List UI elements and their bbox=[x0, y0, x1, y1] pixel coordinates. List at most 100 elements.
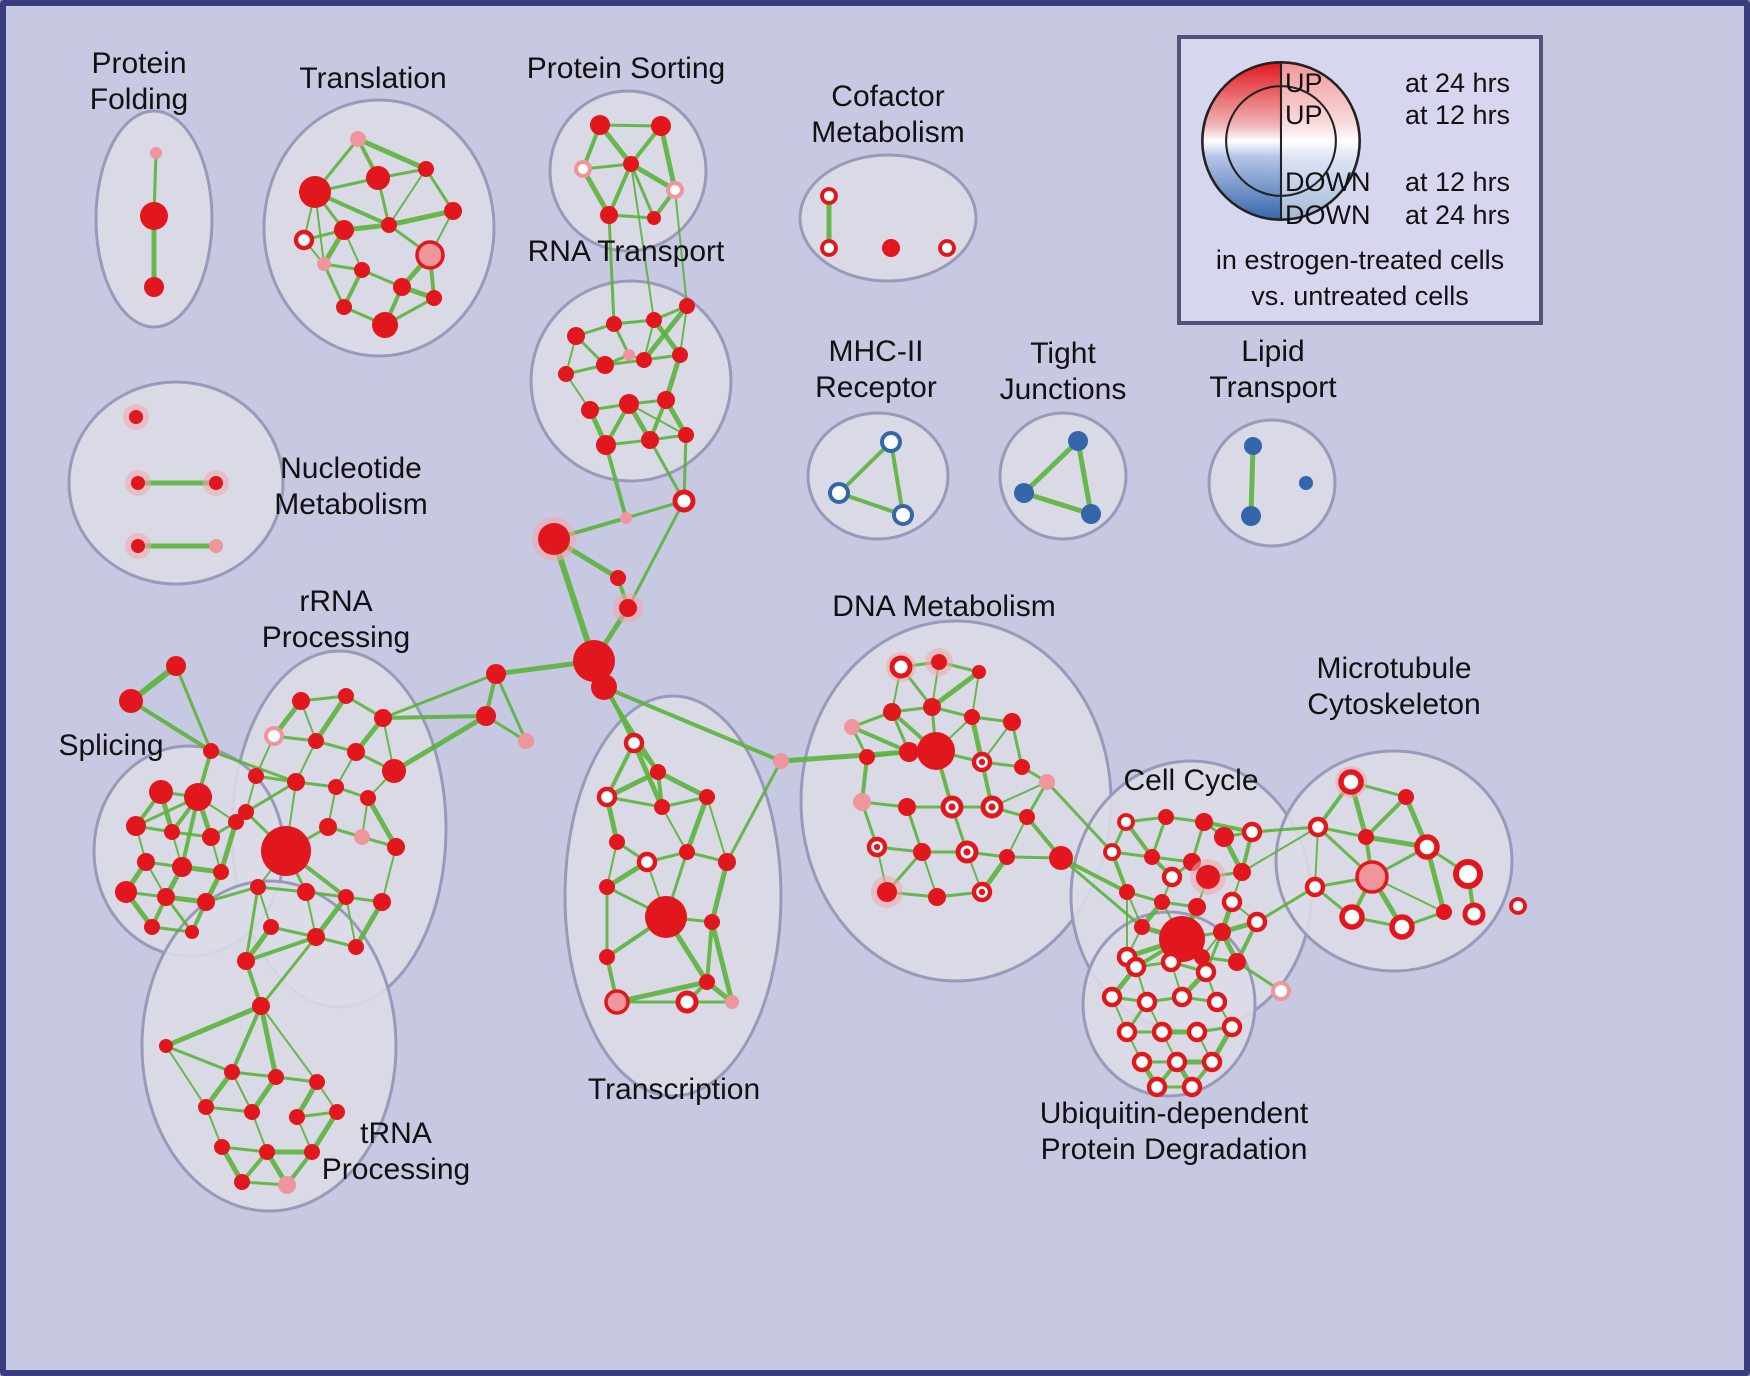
edge bbox=[365, 795, 399, 850]
node bbox=[1136, 991, 1158, 1013]
node bbox=[1389, 914, 1415, 940]
node bbox=[172, 857, 192, 877]
node bbox=[620, 512, 632, 524]
edge bbox=[709, 859, 730, 925]
node bbox=[573, 640, 615, 682]
node bbox=[1214, 827, 1234, 847]
node bbox=[877, 882, 897, 902]
edge bbox=[837, 440, 893, 495]
edge bbox=[381, 846, 397, 903]
node bbox=[263, 919, 279, 935]
node bbox=[636, 352, 652, 368]
node bbox=[1195, 813, 1213, 831]
node bbox=[1246, 911, 1268, 933]
edge bbox=[1248, 443, 1256, 519]
node bbox=[244, 1104, 260, 1120]
node bbox=[610, 570, 626, 586]
edge bbox=[1250, 825, 1320, 834]
edge bbox=[391, 713, 489, 774]
legend-row-up-12: UP at 12 hrs bbox=[1285, 100, 1510, 131]
node bbox=[1358, 829, 1374, 845]
edge bbox=[260, 1005, 318, 1083]
node bbox=[259, 1144, 275, 1160]
node-center-dot bbox=[978, 888, 986, 896]
node bbox=[418, 161, 434, 177]
edge bbox=[381, 672, 498, 720]
node bbox=[426, 290, 442, 306]
node bbox=[393, 278, 411, 296]
node bbox=[1355, 860, 1389, 894]
node bbox=[1160, 951, 1182, 973]
node bbox=[1233, 863, 1251, 881]
network-svg bbox=[67, 89, 1527, 1213]
node bbox=[248, 768, 264, 784]
node bbox=[1003, 713, 1021, 731]
edge bbox=[1045, 780, 1114, 854]
node bbox=[278, 1176, 296, 1194]
node bbox=[623, 732, 645, 754]
node bbox=[373, 893, 391, 911]
edge bbox=[837, 491, 905, 517]
node bbox=[1154, 894, 1170, 910]
node bbox=[931, 654, 947, 670]
node bbox=[1081, 504, 1101, 524]
node bbox=[679, 844, 695, 860]
node bbox=[307, 928, 325, 946]
edge bbox=[386, 208, 456, 228]
node bbox=[604, 989, 630, 1015]
node bbox=[606, 316, 622, 332]
node bbox=[184, 783, 212, 811]
node bbox=[1158, 809, 1174, 825]
node bbox=[202, 828, 220, 846]
node bbox=[476, 706, 496, 726]
node-center-dot bbox=[948, 803, 956, 811]
node bbox=[917, 732, 955, 770]
node bbox=[129, 410, 143, 424]
node bbox=[198, 1099, 214, 1115]
node bbox=[1181, 1076, 1203, 1098]
cluster-ellipse-lipid-transport bbox=[1207, 418, 1337, 548]
node-center-dot bbox=[873, 843, 881, 851]
node bbox=[1462, 902, 1486, 926]
edge bbox=[604, 443, 628, 520]
node bbox=[1339, 904, 1365, 930]
node bbox=[338, 688, 354, 704]
node bbox=[1213, 923, 1231, 941]
node bbox=[347, 743, 365, 761]
node bbox=[666, 181, 684, 199]
edge bbox=[1241, 826, 1319, 873]
node bbox=[820, 239, 838, 257]
node bbox=[574, 160, 592, 178]
edge bbox=[1364, 795, 1408, 839]
node bbox=[1049, 846, 1073, 870]
node bbox=[1453, 859, 1483, 889]
node bbox=[334, 220, 354, 240]
node bbox=[619, 599, 637, 617]
legend-time-up-24: at 24 hrs bbox=[1405, 68, 1511, 98]
node bbox=[336, 299, 352, 315]
node bbox=[381, 217, 397, 233]
node bbox=[444, 202, 462, 220]
edge bbox=[684, 794, 710, 855]
node-center-dot bbox=[978, 758, 986, 766]
node bbox=[382, 759, 406, 783]
edge bbox=[388, 168, 427, 226]
node bbox=[672, 489, 696, 513]
node bbox=[144, 919, 160, 935]
node bbox=[773, 753, 789, 769]
node bbox=[923, 698, 941, 716]
node bbox=[197, 893, 215, 911]
edge bbox=[706, 796, 728, 863]
node bbox=[224, 1064, 240, 1080]
edge bbox=[313, 693, 349, 744]
node bbox=[1019, 809, 1035, 825]
edge bbox=[129, 699, 213, 753]
edge bbox=[598, 123, 663, 128]
updown-legend-icon bbox=[1201, 61, 1361, 221]
cluster-ellipse-rna-transport bbox=[529, 279, 733, 483]
node bbox=[1159, 916, 1205, 962]
cluster-ellipse-cofactor-metabolism bbox=[798, 153, 978, 283]
node bbox=[308, 733, 324, 749]
node bbox=[319, 818, 337, 836]
edge bbox=[258, 1003, 279, 1080]
